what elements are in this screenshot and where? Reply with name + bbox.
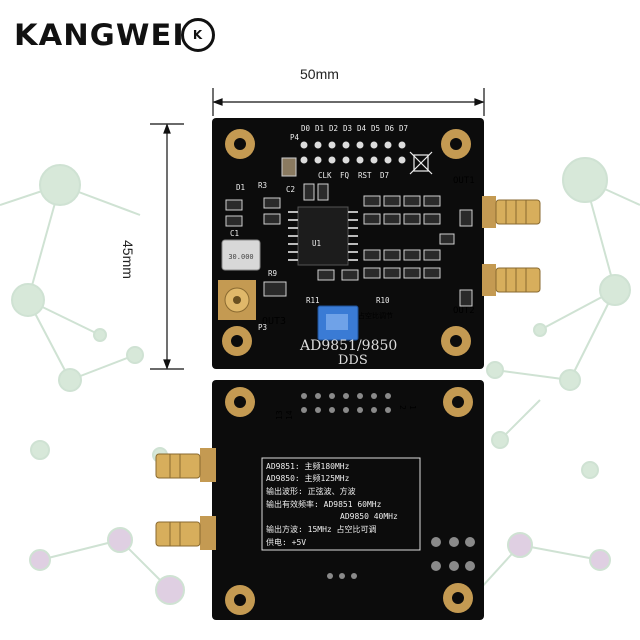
height-dimension-label: 45mm	[120, 240, 136, 279]
spec-line-1: AD9851: 主频180MHz	[266, 461, 350, 471]
pin-label-d7-vertical: D7	[380, 171, 389, 180]
spec-line-4: 输出有效频率: AD9851 60MHz	[266, 499, 382, 509]
pin-label-fq: FQ	[340, 171, 350, 180]
ref-c1: C1	[230, 229, 239, 238]
pin-label-p4: P4	[290, 133, 300, 142]
back-vias	[327, 537, 475, 579]
pin-label-clk: CLK	[318, 171, 332, 180]
back-header-2: 2	[398, 405, 407, 410]
ref-r9: R9	[268, 269, 277, 278]
ref-r10: R10	[376, 296, 390, 305]
spec-line-7: 供电: +5V	[266, 537, 306, 547]
out3-label: OUT3	[262, 316, 286, 327]
back-header-1: 1	[408, 405, 417, 410]
ref-c2: C2	[286, 185, 295, 194]
pcb-back: 13 14 2 1 AD9851: 主频180MHz AD9850: 主频125…	[155, 380, 484, 620]
spec-line-2: AD9850: 主频125MHz	[266, 473, 350, 483]
brand-badge: K	[180, 18, 215, 52]
trimmer-potentiometer	[317, 305, 359, 341]
spec-line-5: AD9850 40MHz	[340, 512, 398, 521]
dds-label: DDS	[338, 353, 368, 368]
pin-label-d1: D1	[315, 124, 324, 133]
pin-label-d5: D5	[371, 124, 380, 133]
spec-box	[261, 457, 421, 551]
pin-header-front	[300, 141, 406, 164]
crystal-label: 30.000	[228, 253, 253, 261]
pin-label-d6: D6	[385, 124, 395, 133]
spec-line-3: 输出波形: 正弦波、方波	[266, 486, 356, 496]
back-header-13: 13	[275, 410, 284, 420]
pin-label-d3: D3	[343, 124, 352, 133]
pin-label-d4: D4	[357, 124, 367, 133]
ref-r11: R11	[306, 296, 320, 305]
sma-connector-out2	[482, 264, 541, 296]
pin-label-rst: RST	[358, 171, 372, 180]
spec-line-6: 输出方波: 15MHz 占空比可调	[266, 524, 377, 534]
smd-components	[225, 157, 473, 307]
model-label: AD9851/9850	[299, 338, 397, 354]
dds-chip	[297, 206, 349, 266]
pin-label-d2: D2	[329, 124, 338, 133]
ref-u1: U1	[312, 239, 321, 248]
dimension-lines	[150, 88, 485, 370]
pin-label-d0: D0	[301, 124, 311, 133]
crystal-oscillator	[221, 239, 261, 271]
sma-connector-out1	[482, 196, 541, 228]
brand-logo: KANGWEI K	[14, 18, 215, 52]
out2-label: OUT2	[453, 306, 475, 316]
sma-connector-back-bottom	[155, 516, 216, 550]
sma-connector-back-top	[155, 448, 216, 482]
ref-d1: D1	[236, 183, 245, 192]
width-dimension-label: 50mm	[300, 66, 339, 82]
sma-connector-out3	[218, 280, 256, 320]
back-header-14: 14	[285, 410, 294, 420]
brand-name: KANGWEI	[14, 18, 185, 52]
weee-bin-icon	[409, 151, 433, 175]
pin-label-d7: D7	[399, 124, 408, 133]
pcb-front: 30.000 D0 D1 D2 D3	[212, 118, 541, 369]
ref-r3: R3	[258, 181, 267, 190]
out1-label: OUT1	[453, 176, 475, 186]
pot-label: 占空比调节	[358, 311, 393, 320]
pin-header-back	[301, 393, 391, 413]
chip-pins	[288, 211, 358, 261]
ref-p3: P3	[258, 323, 267, 332]
